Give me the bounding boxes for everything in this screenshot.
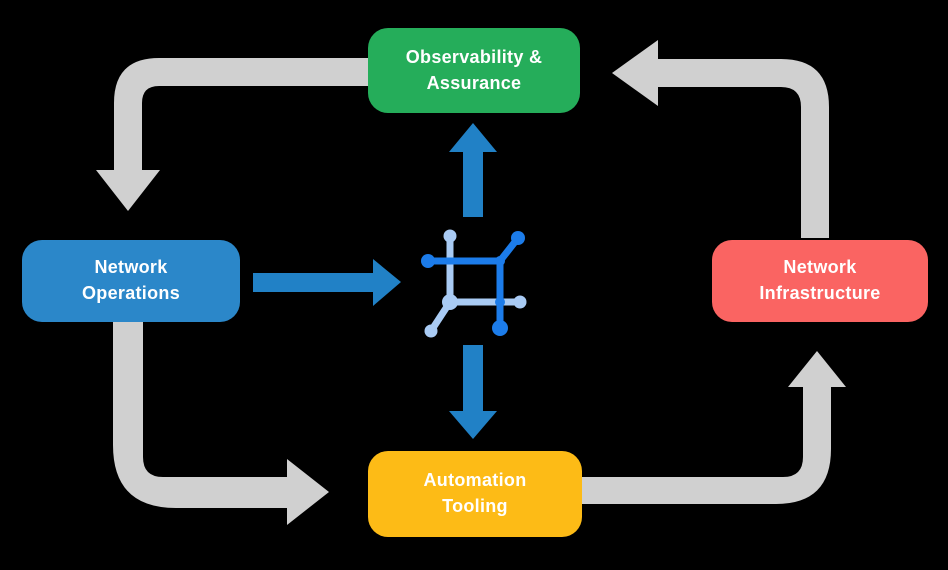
observability-assurance-node: Observability & Assurance xyxy=(368,28,580,113)
network-infrastructure-label: Network Infrastructure xyxy=(759,257,881,303)
arrow-observability-to-operations xyxy=(96,58,370,211)
network-operations-label: Network Operations xyxy=(81,257,181,303)
arrow-operations-to-icon xyxy=(253,259,401,306)
network-infrastructure-node: Network Infrastructure xyxy=(712,240,928,322)
automation-tooling-label: Automation Tooling xyxy=(423,470,527,516)
icon-dark-nodes xyxy=(421,231,525,336)
arrow-icon-to-observability xyxy=(449,123,497,217)
network-automation-icon xyxy=(421,229,527,338)
icon-light-nodes xyxy=(424,229,527,338)
arrow-infrastructure-to-observability xyxy=(612,40,829,238)
automation-tooling-node: Automation Tooling xyxy=(368,451,582,537)
observability-assurance-label: Observability & Assurance xyxy=(405,46,543,93)
network-operations-node: Network Operations xyxy=(22,240,240,322)
arrow-icon-to-tooling xyxy=(449,345,497,439)
arrow-operations-to-tooling xyxy=(113,322,329,525)
arrow-tooling-to-infrastructure xyxy=(582,351,846,504)
